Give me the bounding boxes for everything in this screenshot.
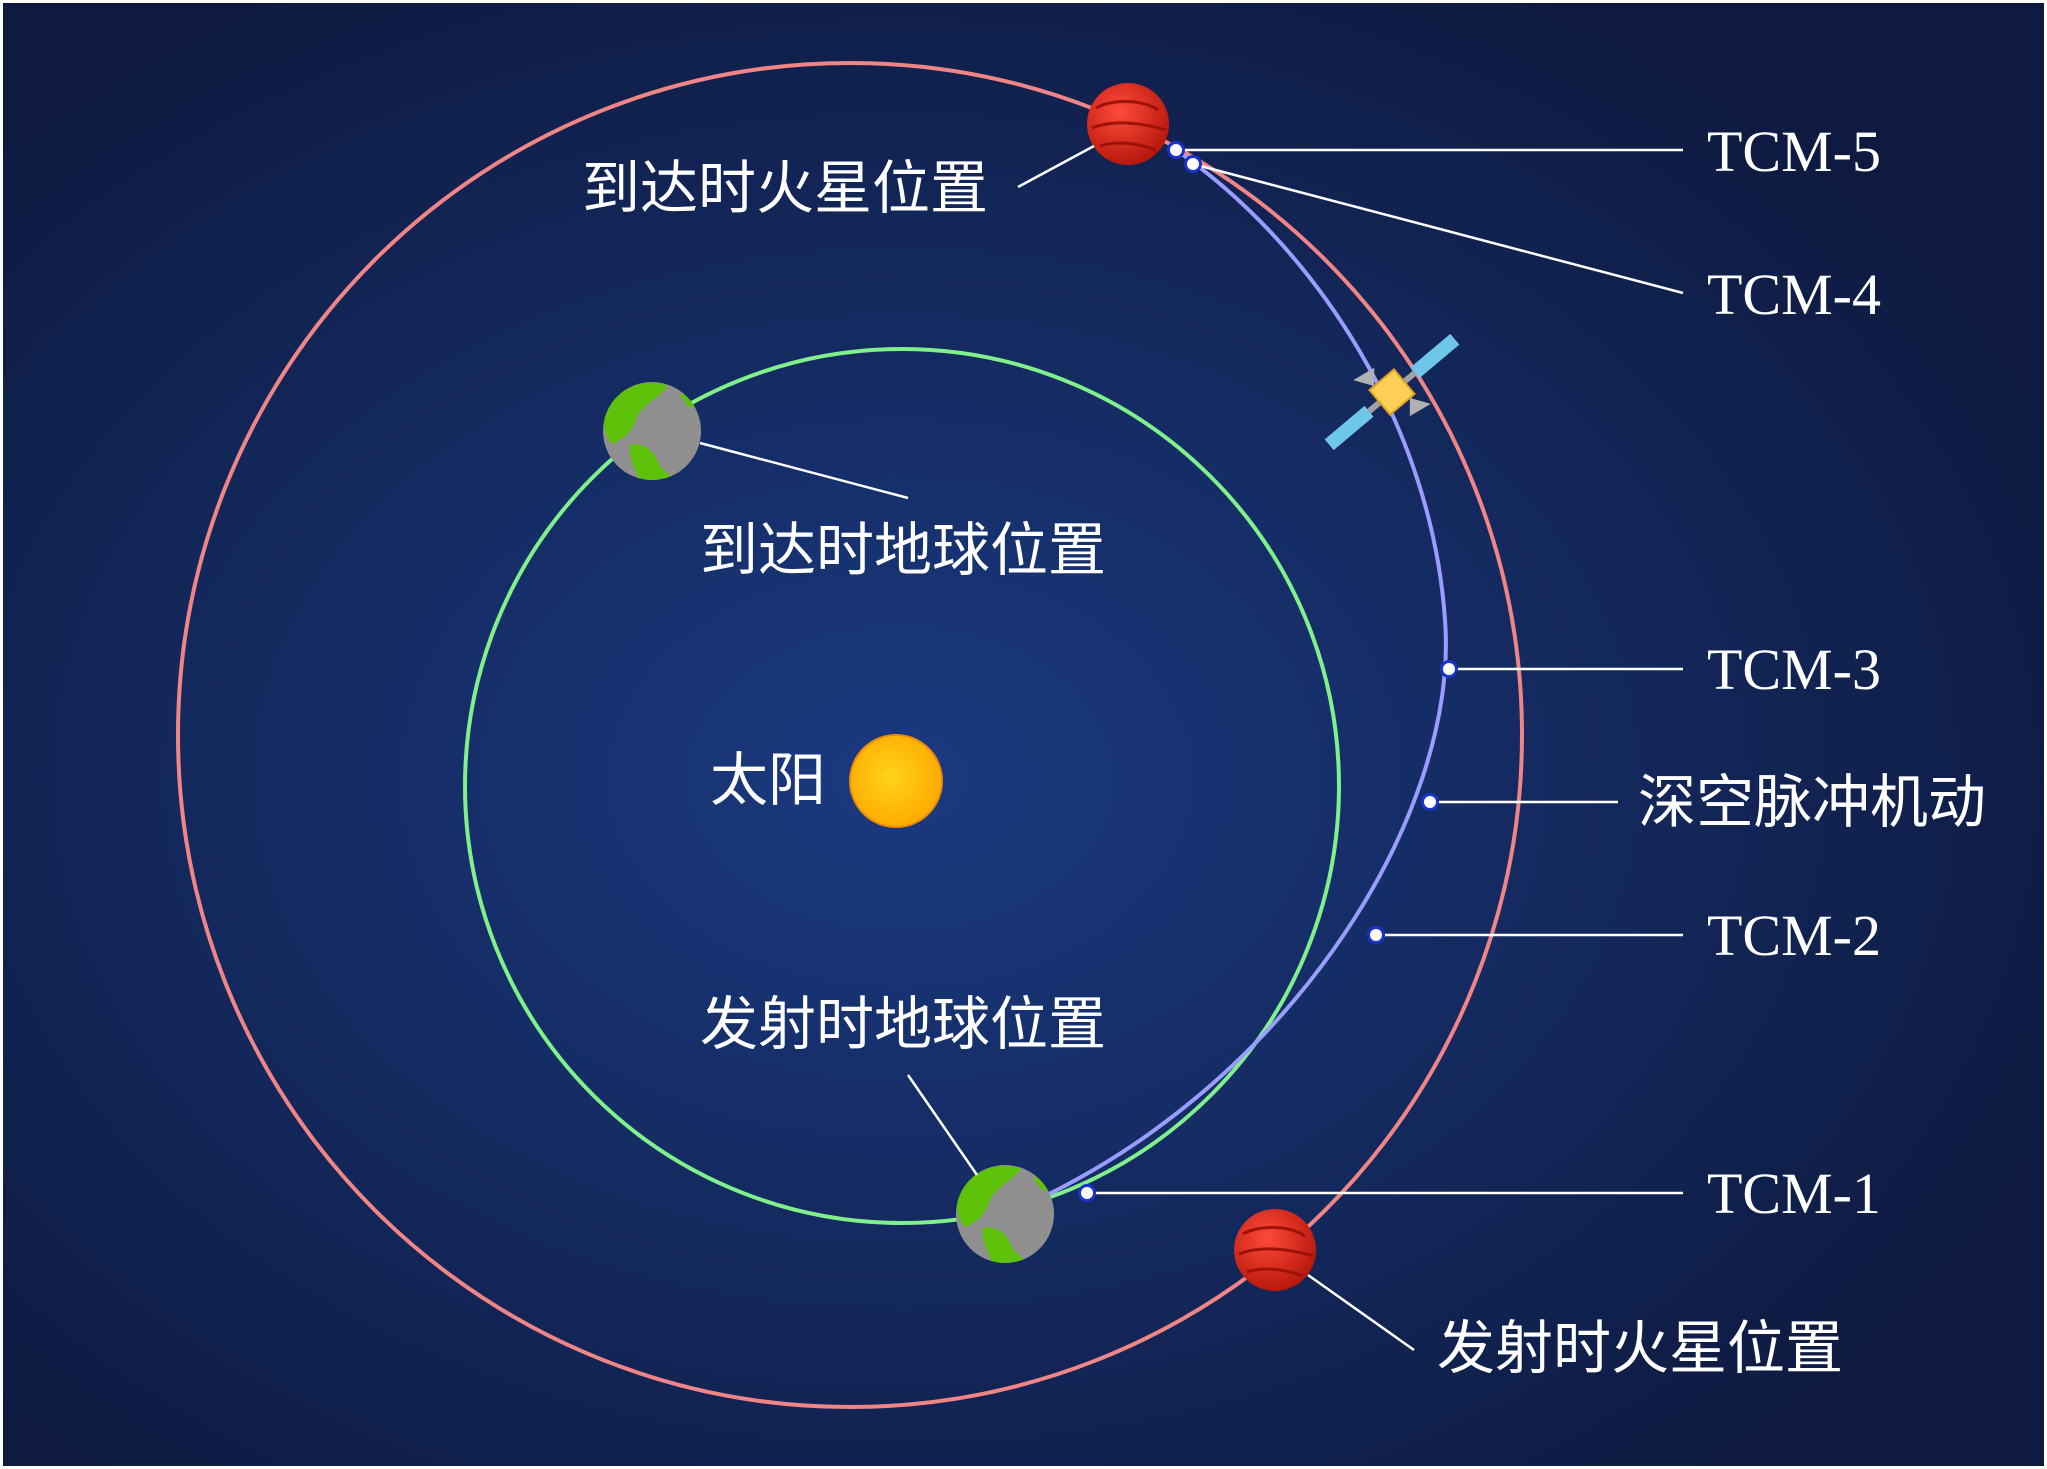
transfer-orbit <box>1004 148 1448 1216</box>
dsm-marker <box>1421 793 1618 811</box>
sun-label: 太阳 <box>710 746 826 814</box>
earth-icon <box>956 1165 1054 1263</box>
tcm-2-label: TCM-2 <box>1707 903 1881 968</box>
mars-icon <box>1234 1209 1316 1291</box>
tcm-4-label: TCM-4 <box>1707 262 1881 327</box>
mars-icon <box>1087 83 1169 165</box>
tcm-4-marker <box>1184 155 1684 295</box>
earth-arrival-leader <box>699 441 909 500</box>
earth-launch-label: 发射时地球位置 <box>700 990 1106 1058</box>
mars-arrival-label: 到达时火星位置 <box>582 154 988 222</box>
mars-launch-leader <box>1307 1273 1415 1352</box>
tcm-5-marker <box>1167 141 1683 159</box>
mars-launch-label: 发射时火星位置 <box>1437 1314 1843 1382</box>
tcm-2-marker <box>1367 926 1683 944</box>
earth-orbit <box>463 347 1341 1225</box>
satellite-icon <box>1324 333 1460 451</box>
tcm-3-marker <box>1440 660 1683 678</box>
tcm-1-label: TCM-1 <box>1707 1161 1881 1226</box>
mars-orbit <box>176 61 1524 1409</box>
mars-arrival-leader <box>1017 144 1095 189</box>
earth-arrival-label: 到达时地球位置 <box>700 516 1106 584</box>
tcm-5-label: TCM-5 <box>1707 119 1881 184</box>
sun-icon <box>849 734 943 828</box>
tcm-1-marker <box>1078 1184 1683 1202</box>
dsm-label: 深空脉冲机动 <box>1638 768 1986 836</box>
earth-launch-leader <box>906 1074 979 1176</box>
tcm-3-label: TCM-3 <box>1707 637 1881 702</box>
